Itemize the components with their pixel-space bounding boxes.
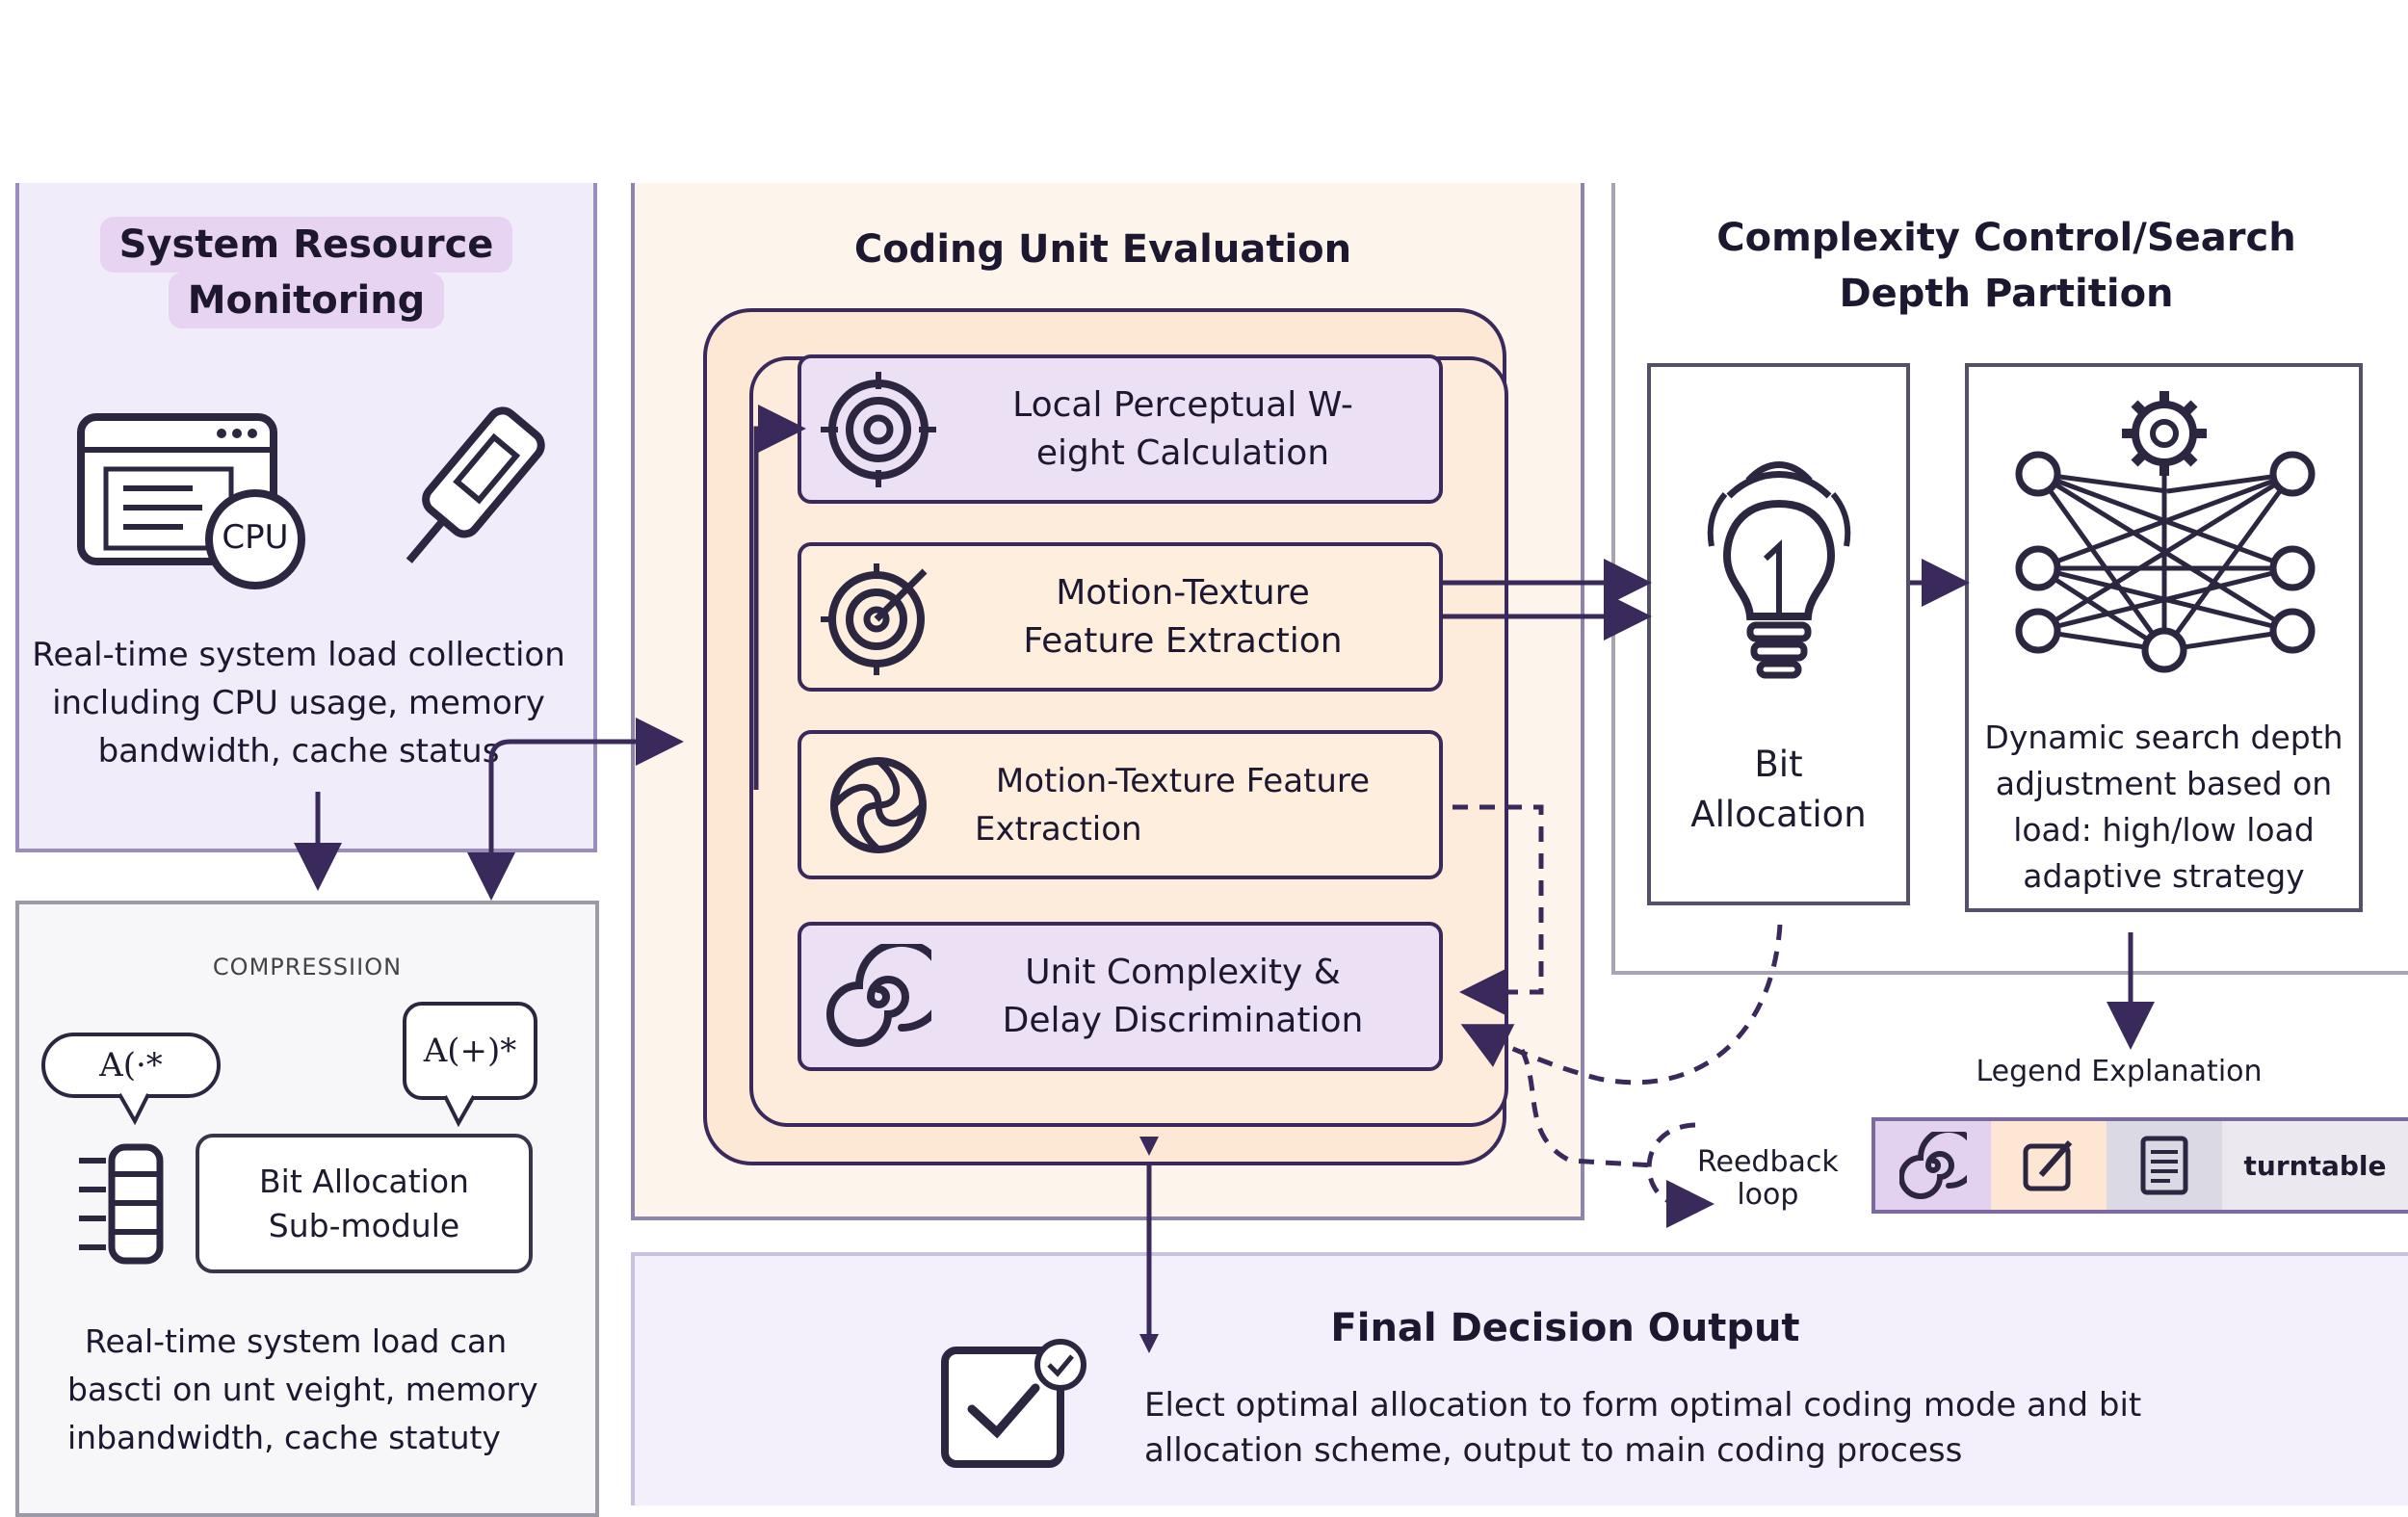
- complexity-title-line1: Complexity Control/Search: [1716, 216, 2296, 260]
- final-output-title: Final Decision Output: [1330, 1306, 1800, 1350]
- legend-document-cell: [2107, 1121, 2222, 1210]
- bubble-right-tail: [443, 1095, 476, 1128]
- bit-allocation-line2: Allocation: [1690, 794, 1867, 835]
- feedback-line2: loop: [1737, 1178, 1799, 1212]
- bit-allocation-box: [1647, 363, 1910, 905]
- usb-stick-icon: [406, 406, 545, 563]
- unit-label: Local Perceptual W-eight Calculation: [955, 381, 1439, 478]
- unit-1-line2: eight Calculation: [1035, 432, 1330, 473]
- legend-title: Legend Explanation: [1976, 1055, 2263, 1088]
- search-desc-line3: load: high/low load: [2013, 811, 2315, 849]
- unit-2-line1: Motion-Texture: [1056, 572, 1310, 613]
- compression-desc-line3: inbandwidth, cache statuty: [67, 1419, 501, 1456]
- submodule-line2: Sub-module: [268, 1206, 460, 1244]
- bubble-left-text: A(·*: [99, 1046, 163, 1085]
- dashed-feedback-2: [1460, 924, 1783, 1085]
- system-monitor-title-line1: System Resource: [99, 217, 513, 273]
- legend-bar: turntable: [1871, 1117, 2408, 1214]
- document-icon: [2140, 1136, 2188, 1195]
- server-stack-icon: [79, 1143, 164, 1265]
- final-output-desc-line1: Elect optimal allocation to form optimal…: [1144, 1386, 2142, 1425]
- bit-allocation-label: Bit Allocation: [1647, 740, 1910, 840]
- final-output-desc: Elect optimal allocation to form optimal…: [1144, 1383, 2377, 1474]
- arrow-monitor-to-coding: [488, 718, 684, 894]
- dashed-feedback-1: [1453, 804, 1544, 1016]
- legend-spiral-cell: [1875, 1121, 1991, 1210]
- complexity-control-title: Complexity Control/Search Depth Partitio…: [1611, 210, 2401, 322]
- feedback-line1: Reedback: [1697, 1145, 1839, 1179]
- checkbox-icon: [941, 1339, 1086, 1468]
- bubble-right-text: A(+)*: [423, 1032, 517, 1070]
- arrow-inner-loop: [753, 405, 806, 790]
- final-output-desc-line2: allocation scheme, output to main coding…: [1144, 1431, 1963, 1470]
- system-monitor-title: System Resource Monitoring: [15, 217, 597, 328]
- unit-4-line2: Delay Discrimination: [1002, 1000, 1364, 1040]
- bubble-left: A(·*: [41, 1033, 221, 1098]
- final-output-panel: [631, 1252, 2408, 1505]
- unit-3-line2: Extraction: [975, 809, 1142, 849]
- computer-icon: [77, 413, 305, 589]
- unit-complexity-delay: Unit Complexity & Delay Discrimination: [798, 922, 1443, 1071]
- compression-desc-line2: basсti on unt veight, memory: [67, 1371, 538, 1408]
- bit-allocation-line1: Bit: [1754, 744, 1803, 785]
- search-desc-line1: Dynamic search depth: [1984, 719, 2343, 756]
- unit-3-line1: Motion-Texture Feature: [995, 761, 1371, 800]
- lightbulb-icon: [1707, 461, 1851, 679]
- unit-label: Unit Complexity & Delay Discrimination: [955, 949, 1439, 1045]
- legend-turntable-cell: turntable: [2222, 1121, 2408, 1210]
- bit-allocation-submodule: Bit Allocation Sub-module: [196, 1134, 533, 1273]
- system-monitor-desc-line1: Real-time system load collection: [32, 636, 565, 674]
- system-monitor-title-line2: Monitoring: [168, 273, 445, 328]
- unit-local-perceptual-weight: Local Perceptual W-eight Calculation: [798, 354, 1443, 504]
- submodule-line1: Bit Allocation: [259, 1162, 469, 1200]
- compression-header: COMPRESSIION: [212, 954, 403, 981]
- unit-1-line1: Local Perceptual W-: [1012, 384, 1353, 425]
- coding-unit-title: Coding Unit Evaluation: [853, 227, 1352, 272]
- cpu-label: CPU: [222, 518, 289, 557]
- target-arrow-icon: [801, 546, 955, 688]
- system-monitor-desc-line3: bandwidth, cache status: [97, 732, 500, 771]
- bubble-left-tail: [118, 1093, 150, 1126]
- target-icon: [801, 358, 955, 500]
- legend-edit-cell: [1991, 1121, 2107, 1210]
- compression-desc-line1: Real-time system load can: [85, 1322, 508, 1360]
- search-depth-desc: Dynamic search depth adjustment based on…: [1965, 715, 2363, 900]
- spiral-icon: [1899, 1132, 1967, 1199]
- complexity-title-line2: Depth Partition: [1839, 272, 2174, 316]
- neural-network-icon: [2015, 391, 2316, 673]
- bubble-right: A(+)*: [403, 1002, 537, 1100]
- dashed-feedback-3: [1519, 1048, 1656, 1168]
- unit-2-line2: Feature Extraction: [1023, 620, 1343, 661]
- dashed-feedback-loop-arc: [1646, 1122, 1714, 1228]
- compression-desc: Real-time system load can basсti on unt …: [67, 1318, 568, 1462]
- edit-icon: [2023, 1140, 2073, 1191]
- system-monitor-desc: Real-time system load collection includi…: [19, 631, 578, 775]
- unit-4-line1: Unit Complexity &: [1025, 952, 1341, 992]
- system-monitor-desc-line2: including CPU usage, memory: [52, 684, 545, 722]
- legend-turntable-label: turntable: [2243, 1149, 2387, 1182]
- search-desc-line2: adjustment based on: [1995, 765, 2333, 802]
- search-desc-line4: adaptive strategy: [2023, 857, 2305, 895]
- spiral-icon: [801, 926, 955, 1067]
- gear-icon: [2122, 391, 2207, 476]
- feedback-loop-label: Reedback loop: [1697, 1146, 1839, 1212]
- aperture-icon: [801, 734, 955, 876]
